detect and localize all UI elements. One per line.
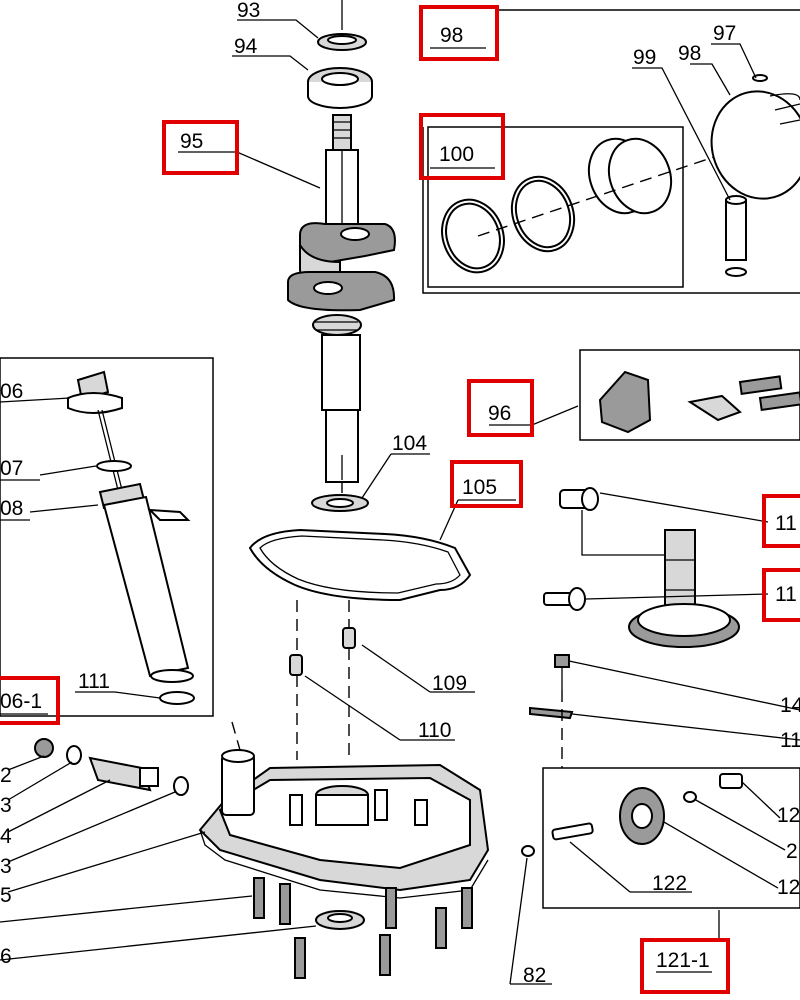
callout-11-middle: 11 bbox=[775, 583, 797, 606]
callout-06: 06 bbox=[0, 380, 23, 403]
highlight-98 bbox=[419, 5, 499, 61]
bolt-and-plate bbox=[529, 654, 574, 768]
callout-11-lower: 11 bbox=[780, 729, 800, 752]
sump-bolts bbox=[253, 877, 473, 979]
callout-left-5: 5 bbox=[0, 884, 12, 907]
highlight-06-1 bbox=[0, 676, 60, 725]
callout-110: 110 bbox=[418, 719, 451, 742]
left-fittings bbox=[34, 738, 189, 796]
washer-104 bbox=[311, 494, 369, 512]
wrist-pin-99 bbox=[725, 195, 747, 277]
callout-122: 122 bbox=[652, 872, 687, 895]
seal-116 bbox=[315, 910, 365, 930]
camshaft-assembly bbox=[543, 487, 740, 648]
callout-left-6: 6 bbox=[0, 945, 12, 968]
red-highlight-boxes bbox=[0, 5, 800, 994]
callout-2-right: 2 bbox=[786, 840, 798, 863]
piston-98 bbox=[710, 90, 800, 200]
highlight-100 bbox=[419, 113, 505, 180]
highlight-105 bbox=[450, 460, 523, 508]
callout-82: 82 bbox=[523, 964, 546, 987]
piston-rings-100 bbox=[441, 137, 721, 274]
oil-pump-frame bbox=[542, 767, 800, 909]
highlight-95 bbox=[162, 120, 239, 175]
callout-98-box: 98 bbox=[440, 24, 463, 47]
oil-fill-tube bbox=[67, 370, 195, 705]
seal-93 bbox=[317, 33, 367, 51]
rocker-arm-frame bbox=[579, 349, 800, 441]
callout-98-piston: 98 bbox=[678, 42, 701, 65]
crankshaft-95 bbox=[287, 114, 396, 483]
callout-left-2: 2 bbox=[0, 764, 12, 787]
oil-pump-assembly bbox=[521, 773, 743, 857]
callout-06-1: 06-1 bbox=[0, 690, 42, 713]
callout-109: 109 bbox=[432, 672, 467, 695]
callout-111: 111 bbox=[78, 670, 110, 693]
callout-93: 93 bbox=[237, 0, 260, 22]
dowel-pins bbox=[289, 482, 356, 760]
callout-08: 08 bbox=[0, 497, 23, 520]
highlight-121-1 bbox=[640, 938, 730, 994]
oil-fill-tube-frame bbox=[0, 357, 214, 717]
highlight-96 bbox=[467, 379, 534, 437]
callout-100: 100 bbox=[439, 143, 474, 166]
callout-97: 97 bbox=[713, 22, 736, 45]
callout-11-upper: 11 bbox=[775, 512, 797, 535]
gasket-105 bbox=[248, 528, 472, 602]
callout-104: 104 bbox=[392, 432, 427, 455]
piston-group-frame bbox=[422, 9, 800, 294]
callout-94: 94 bbox=[234, 35, 258, 58]
callout-96: 96 bbox=[488, 402, 511, 425]
callout-left-3a: 3 bbox=[0, 794, 12, 817]
bearing-94 bbox=[307, 67, 373, 109]
callout-left-3b: 3 bbox=[0, 855, 12, 878]
highlight-11-upper bbox=[762, 494, 800, 548]
callout-left-4: 4 bbox=[0, 825, 12, 848]
callout-12-lower: 12 bbox=[777, 876, 800, 899]
crankcase-sump-cover bbox=[198, 749, 490, 899]
callout-07: 07 bbox=[0, 457, 23, 480]
callout-12-upper: 12 bbox=[777, 804, 800, 827]
callout-14: 14 bbox=[780, 694, 800, 717]
callout-99: 99 bbox=[633, 46, 656, 69]
callout-121-1: 121-1 bbox=[656, 949, 710, 972]
retaining-clip-97 bbox=[752, 74, 768, 82]
rocker-arm-96 bbox=[598, 370, 800, 434]
leader-lines bbox=[0, 19, 800, 985]
highlight-11-middle bbox=[762, 568, 800, 622]
callout-underlines bbox=[0, 47, 712, 973]
callout-105: 105 bbox=[462, 476, 497, 499]
callout-95: 95 bbox=[180, 130, 203, 153]
